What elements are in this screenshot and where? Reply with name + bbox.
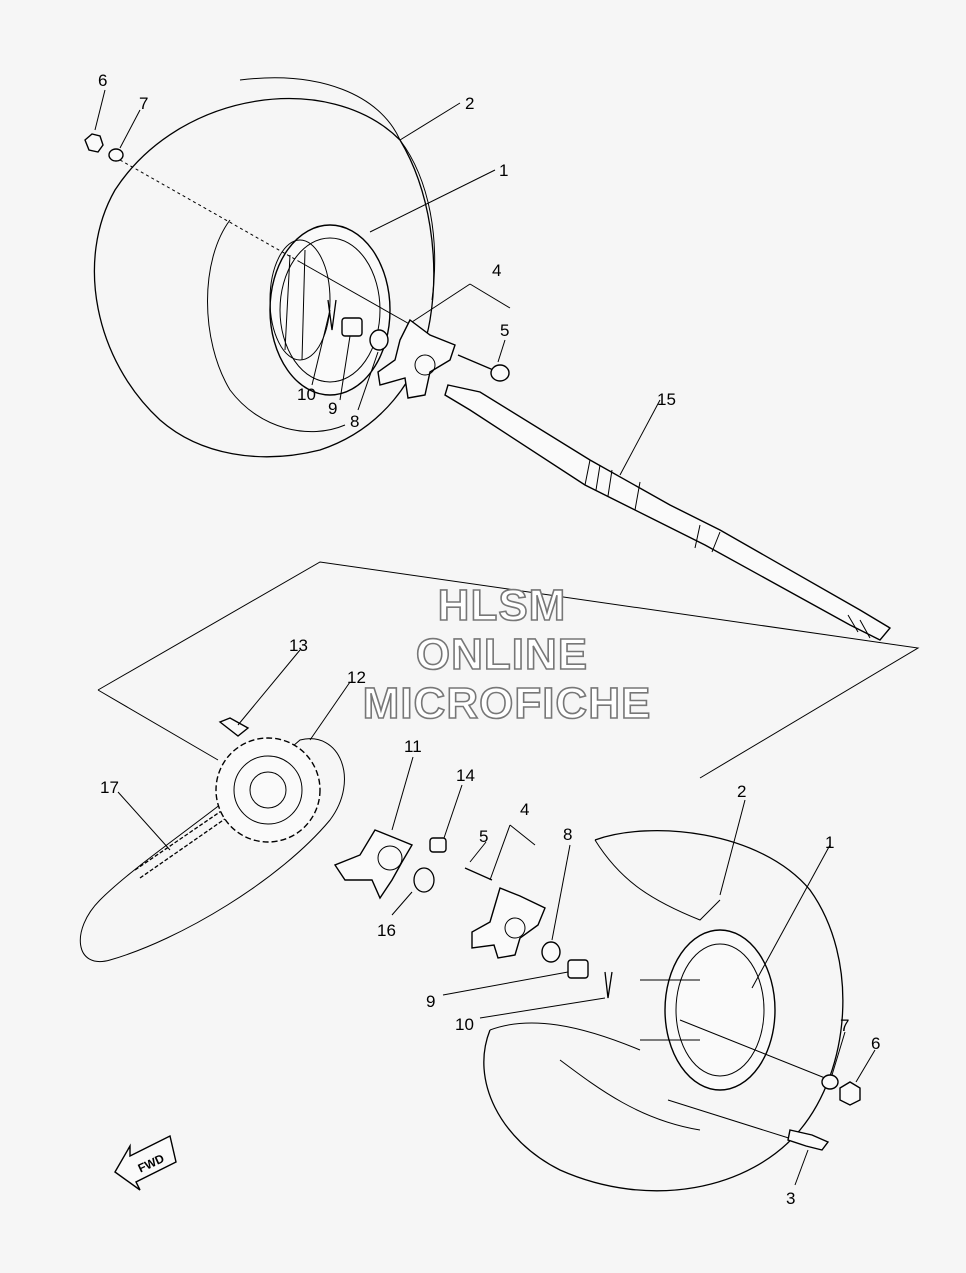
- sprocket-bolt: [218, 717, 250, 737]
- callout-8-bottom: 8: [563, 825, 572, 844]
- assembly-frame: [97, 561, 920, 779]
- callout-1-bottom: 1: [825, 833, 834, 852]
- callout-11: 11: [404, 737, 422, 756]
- callout-16: 16: [377, 921, 396, 940]
- bottom-castle-nut: [567, 959, 589, 979]
- callout-13: 13: [289, 636, 308, 655]
- top-cotter-pin: [327, 299, 337, 331]
- leader-lines: [94, 89, 876, 1186]
- bottom-cotter-pin: [604, 971, 613, 999]
- callout-10-top: 10: [297, 385, 316, 404]
- callout-8-top: 8: [350, 412, 359, 431]
- top-nut: [84, 133, 104, 153]
- callout-2-top: 2: [465, 94, 474, 113]
- circlip: [413, 867, 435, 893]
- drive-chain: [79, 738, 345, 963]
- callout-2-bottom: 2: [737, 782, 746, 801]
- callout-5-bottom: 5: [479, 827, 488, 846]
- callout-3: 3: [786, 1189, 795, 1208]
- callout-1-top: 1: [499, 161, 508, 180]
- callout-7-top: 7: [139, 94, 148, 113]
- hub-nut: [429, 837, 447, 853]
- axle-shaft: [444, 384, 892, 641]
- callout-9-top: 9: [328, 399, 337, 418]
- bottom-washer: [821, 1074, 839, 1090]
- bottom-nut: [839, 1081, 861, 1106]
- bottom-rim: [664, 929, 776, 1091]
- sprocket: [215, 737, 321, 843]
- bottom-drive-assembly: [79, 717, 861, 1192]
- top-washer: [108, 148, 124, 162]
- callout-4-top: 4: [492, 261, 501, 280]
- callout-9-bottom: 9: [426, 992, 435, 1011]
- callout-6-bottom: 6: [871, 1034, 880, 1053]
- valve-stud: [787, 1129, 830, 1151]
- callout-labels: 6 7 2 1 4 5 15 10 9 8 13 12 17 11 14 4 5…: [98, 71, 880, 1208]
- callout-17: 17: [100, 778, 119, 797]
- top-stud-line: [119, 159, 301, 263]
- watermark: HLSM ONLINE MICROFICHE: [362, 580, 652, 729]
- bottom-washer-8: [541, 941, 561, 963]
- sprocket-hub: [333, 829, 414, 900]
- callout-15: 15: [657, 390, 676, 409]
- callout-5-top: 5: [500, 321, 509, 340]
- watermark-line-3: MICROFICHE: [363, 679, 652, 728]
- callout-10-bottom: 10: [455, 1015, 474, 1034]
- callout-14: 14: [456, 766, 475, 785]
- watermark-line-2: ONLINE: [416, 630, 588, 679]
- top-washer-8: [369, 329, 389, 351]
- top-tire: [93, 97, 435, 458]
- bottom-tire: [483, 829, 844, 1192]
- bottom-stud: [464, 867, 493, 881]
- bottom-hub: [471, 887, 546, 959]
- callout-7-bottom: 7: [840, 1016, 849, 1035]
- watermark-line-1: HLSM: [438, 581, 567, 630]
- fwd-arrow-icon: [114, 1134, 177, 1191]
- top-wheel-assembly: [84, 77, 892, 641]
- callout-6-top: 6: [98, 71, 107, 90]
- callout-4-bottom: 4: [520, 800, 529, 819]
- callout-12: 12: [347, 668, 366, 687]
- forward-arrow: FWD: [114, 1134, 177, 1191]
- top-castle-nut: [341, 317, 363, 337]
